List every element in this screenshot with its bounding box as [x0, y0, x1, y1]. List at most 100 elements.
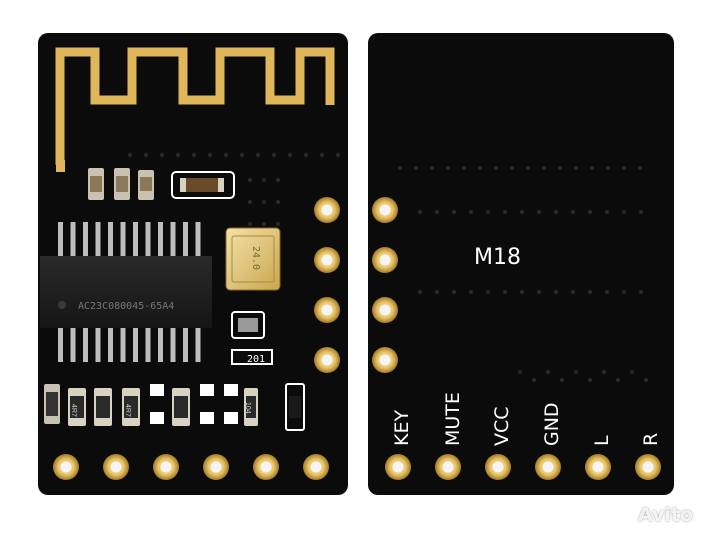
- via: [546, 370, 550, 374]
- pin-label-gnd: GND: [541, 402, 563, 446]
- via: [503, 290, 507, 294]
- via: [616, 378, 620, 382]
- via: [590, 166, 594, 170]
- back-bottom-pad: [485, 454, 511, 480]
- chip-pin: [145, 328, 151, 362]
- via: [224, 153, 228, 157]
- via: [571, 290, 575, 294]
- chip-pin: [158, 222, 163, 256]
- bottom-smd-parts: 4R7 4R7 104: [44, 383, 305, 431]
- via: [276, 178, 280, 182]
- avito-watermark: Avito: [605, 504, 693, 526]
- pin-label-mute: MUTE: [442, 392, 464, 446]
- front-bottom-pad: [203, 454, 229, 480]
- back-bottom-pad: [535, 454, 561, 480]
- pin-label-key: KEY: [391, 410, 413, 446]
- via: [605, 290, 609, 294]
- via: [288, 153, 292, 157]
- back-via-dots: [398, 166, 648, 382]
- front-side-pad: [314, 197, 340, 223]
- chip-pin: [108, 222, 113, 256]
- antenna-trace: [55, 47, 335, 165]
- via: [588, 378, 592, 382]
- via: [469, 210, 473, 214]
- via: [588, 290, 592, 294]
- via: [414, 166, 418, 170]
- pin-label-l: L: [591, 435, 613, 446]
- front-side-pad: [314, 297, 340, 323]
- via: [418, 290, 422, 294]
- chip-marking: AC23C080045-65A4: [78, 301, 174, 312]
- code-104: 104: [244, 402, 251, 414]
- via: [262, 222, 266, 226]
- via: [526, 166, 530, 170]
- mid-right-parts: 201: [231, 311, 273, 365]
- via: [486, 290, 490, 294]
- chip-pin: [83, 328, 88, 362]
- via: [503, 210, 507, 214]
- via: [622, 210, 626, 214]
- chip-pin: [133, 222, 138, 256]
- via: [276, 200, 280, 204]
- chip-pin: [170, 222, 176, 256]
- via: [537, 290, 541, 294]
- code-4r7-a: 4R7: [70, 404, 77, 417]
- front-bottom-pads: [53, 454, 329, 480]
- via: [304, 153, 308, 157]
- via: [638, 166, 642, 170]
- front-side-pad: [314, 347, 340, 373]
- via: [469, 290, 473, 294]
- via: [554, 210, 558, 214]
- avito-watermark-text: Avito: [637, 504, 693, 526]
- via: [446, 166, 450, 170]
- code-201: 201: [247, 354, 265, 365]
- via: [256, 153, 260, 157]
- chip-pin: [70, 328, 76, 362]
- chip-pin: [95, 222, 101, 256]
- svg-text:24.0: 24.0: [250, 246, 261, 270]
- back-bottom-pad: [585, 454, 611, 480]
- chip-pin: [158, 328, 163, 362]
- via: [320, 153, 324, 157]
- front-right-pads: [314, 197, 340, 373]
- via: [176, 153, 180, 157]
- chip-pin: [83, 222, 88, 256]
- top-smd-parts: [88, 168, 235, 200]
- via: [160, 153, 164, 157]
- via: [622, 166, 626, 170]
- via: [276, 222, 280, 226]
- pin-label-r: R: [640, 433, 662, 446]
- via: [602, 370, 606, 374]
- via: [248, 222, 252, 226]
- back-side-pad: [372, 197, 398, 223]
- chip-pin: [95, 328, 101, 362]
- via: [518, 370, 522, 374]
- chip-pin: [120, 328, 126, 362]
- chip-pin: [133, 328, 138, 362]
- back-side-pad: [372, 347, 398, 373]
- chip-pin: [108, 328, 113, 362]
- via: [478, 166, 482, 170]
- code-4r7-b: 4R7: [124, 404, 131, 417]
- back-bottom-pad: [635, 454, 661, 480]
- main-chip: AC23C080045-65A4: [40, 222, 212, 362]
- via: [248, 178, 252, 182]
- via: [560, 378, 564, 382]
- front-board: AC23C080045-65A4 24.0 201 4R7 4R7: [38, 33, 348, 495]
- via: [398, 166, 402, 170]
- via: [605, 210, 609, 214]
- via: [622, 290, 626, 294]
- via: [486, 210, 490, 214]
- front-bottom-pad: [153, 454, 179, 480]
- chip-pin: [195, 222, 201, 256]
- via: [336, 153, 340, 157]
- via: [262, 178, 266, 182]
- chip-pin: [58, 222, 63, 256]
- front-bottom-pad: [303, 454, 329, 480]
- back-side-pad: [372, 247, 398, 273]
- front-bottom-pad: [53, 454, 79, 480]
- via: [494, 166, 498, 170]
- via: [554, 290, 558, 294]
- via: [418, 210, 422, 214]
- via: [644, 378, 648, 382]
